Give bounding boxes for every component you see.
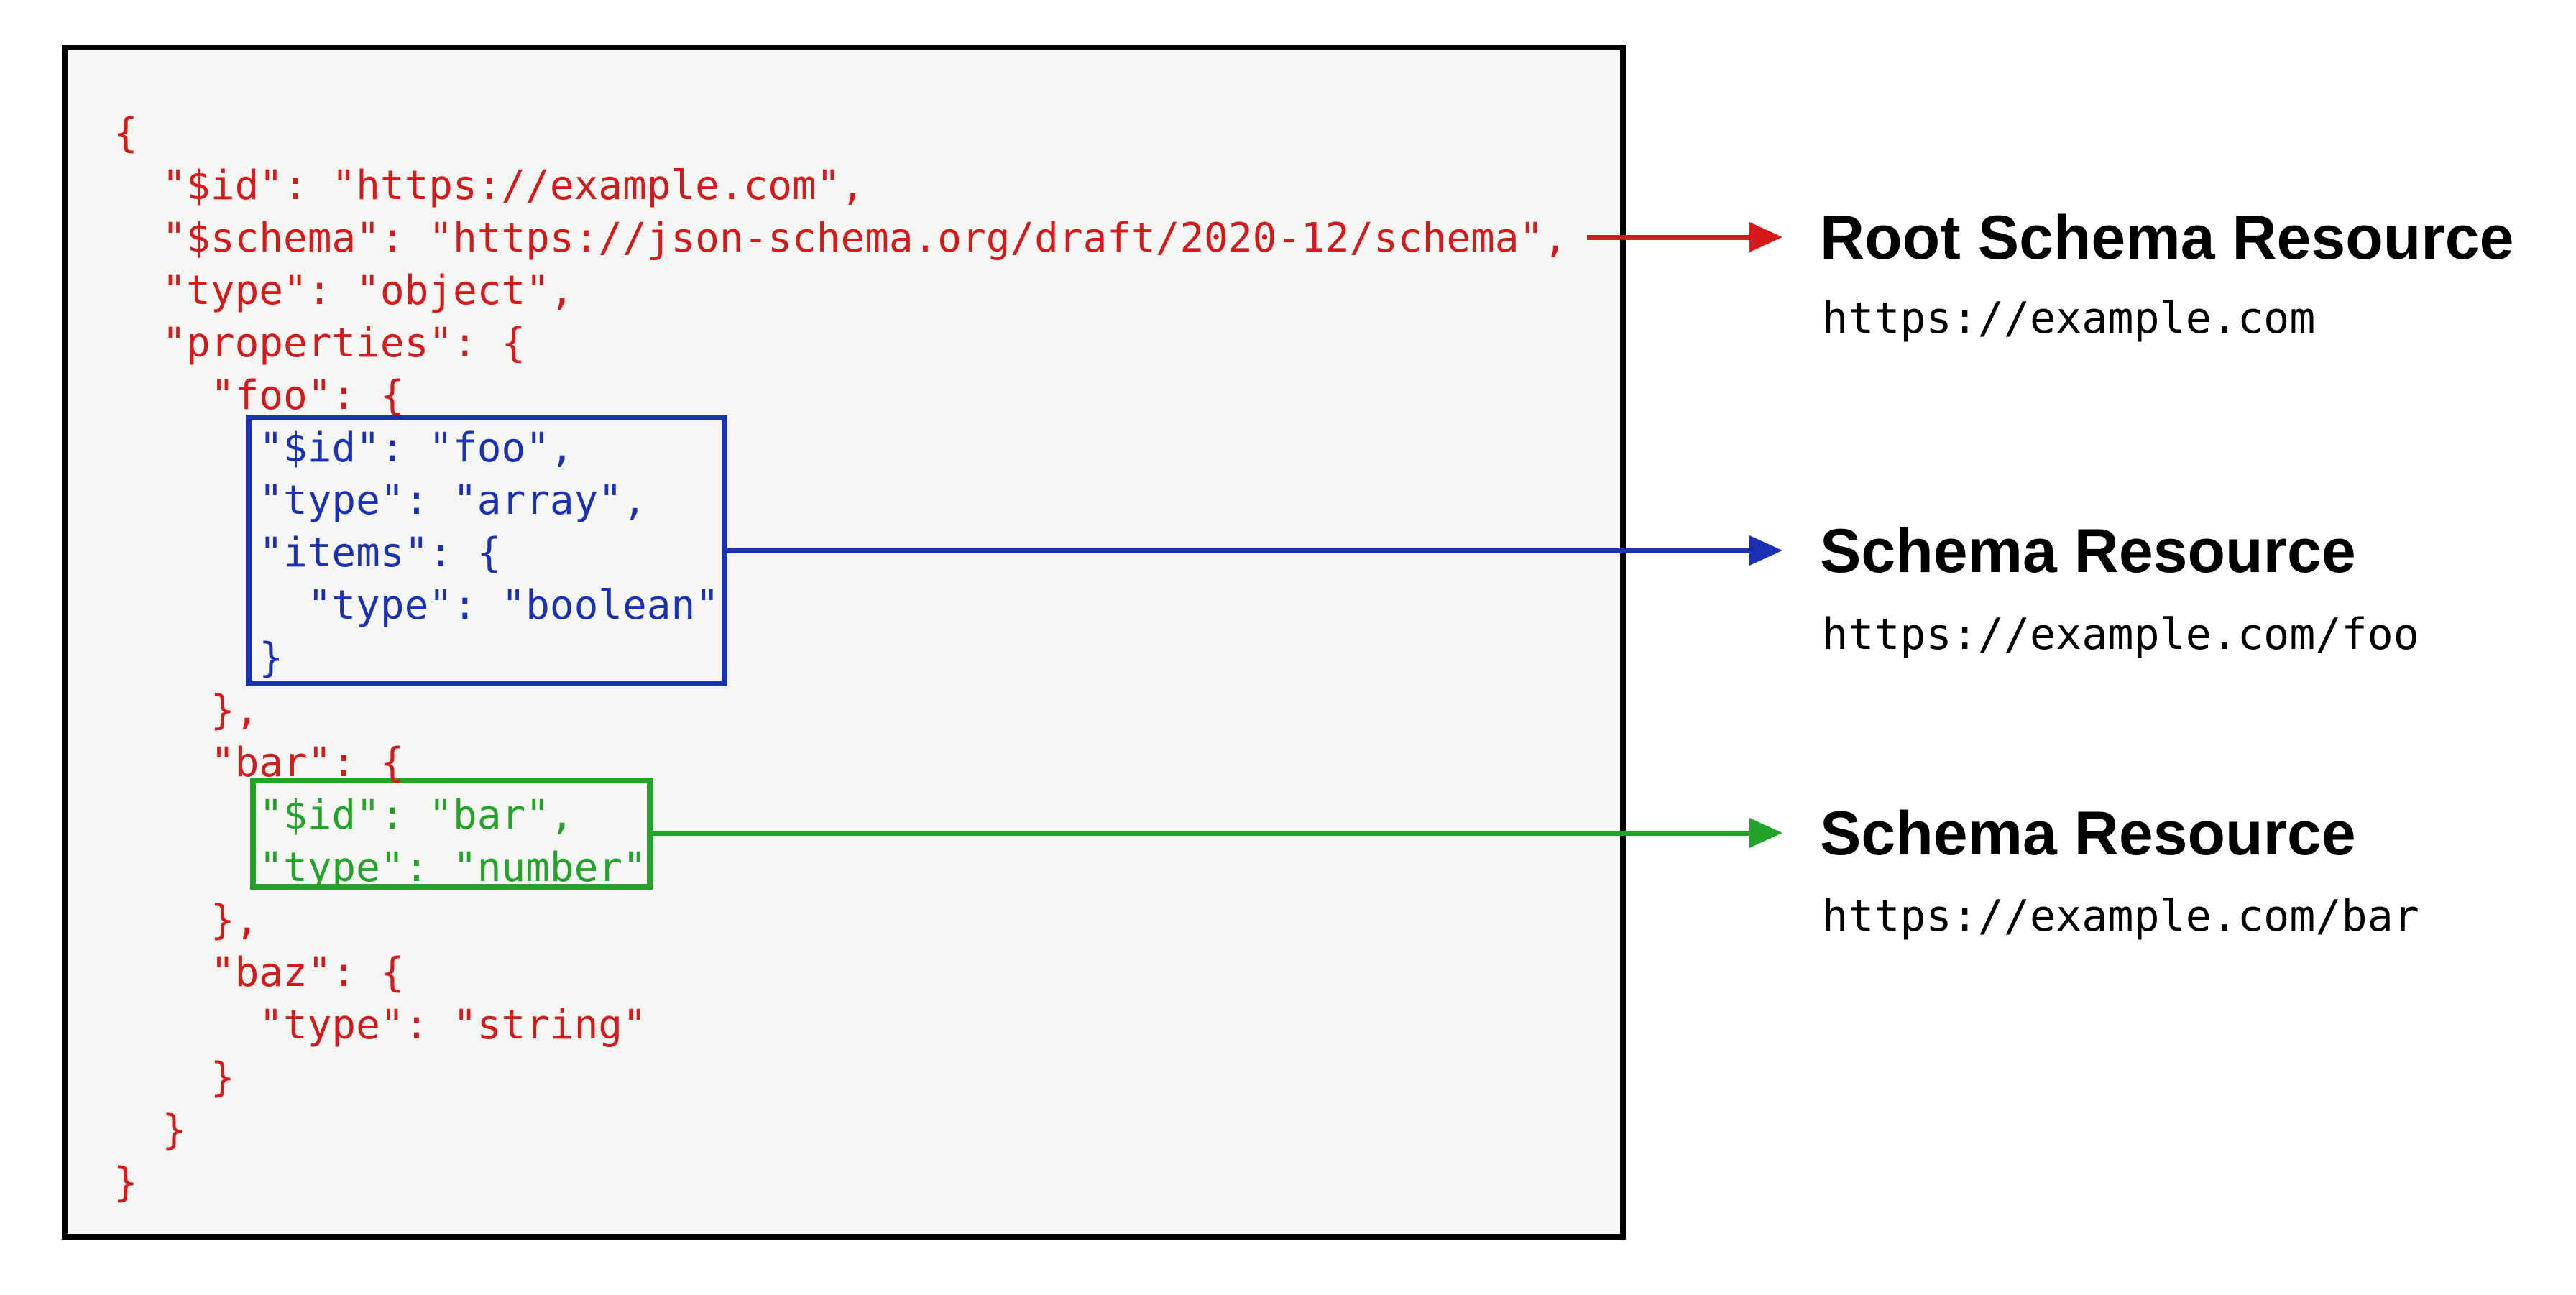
code-line: "$id": "https://example.com", [114,162,865,209]
bar-schema-arrow-line [653,831,1752,836]
code-line: "type": "number" [114,844,647,891]
code-line: "type": "string" [114,1002,647,1049]
root-schema-arrow-line [1587,235,1752,240]
code-line-bar-id: "$id": "bar", [114,792,574,839]
code-line: "type": "object", [114,267,574,314]
bar-schema-resource-box [250,778,653,890]
code-line: { [114,110,138,157]
schema-code-panel [62,45,1626,1240]
root-schema-resource-title: Root Schema Resource [1820,203,2514,272]
code-line: "properties": { [114,320,526,367]
bar-schema-arrow-head-icon [1749,818,1782,848]
foo-schema-arrow-head-icon [1749,535,1782,566]
code-line: "foo": { [114,372,405,419]
code-line: "type": "array", [114,477,647,524]
code-line-schema-keyword: "$schema": "https://json-schema.org/draf… [114,215,1568,262]
code-line: } [114,1054,235,1101]
foo-schema-resource-box [246,415,727,686]
code-line: "type": "boolean" [114,582,719,629]
bar-schema-resource-title: Schema Resource [1820,799,2356,868]
code-line: }, [114,897,259,944]
root-schema-resource-url: https://example.com [1822,293,2316,344]
root-schema-arrow-head-icon [1749,222,1782,252]
foo-schema-resource-title: Schema Resource [1820,517,2356,586]
code-line: "items": { [114,530,502,576]
foo-schema-resource-url: https://example.com/foo [1822,609,2419,660]
code-line-foo-id: "$id": "foo", [114,425,574,471]
code-line: "baz": { [114,949,405,996]
code-line: } [114,635,284,681]
code-line: } [114,1107,187,1153]
bar-schema-resource-url: https://example.com/bar [1822,891,2419,941]
code-line: "bar": { [114,739,405,786]
code-line: } [114,1159,138,1206]
code-line: }, [114,687,259,734]
foo-schema-arrow-line [727,548,1752,553]
